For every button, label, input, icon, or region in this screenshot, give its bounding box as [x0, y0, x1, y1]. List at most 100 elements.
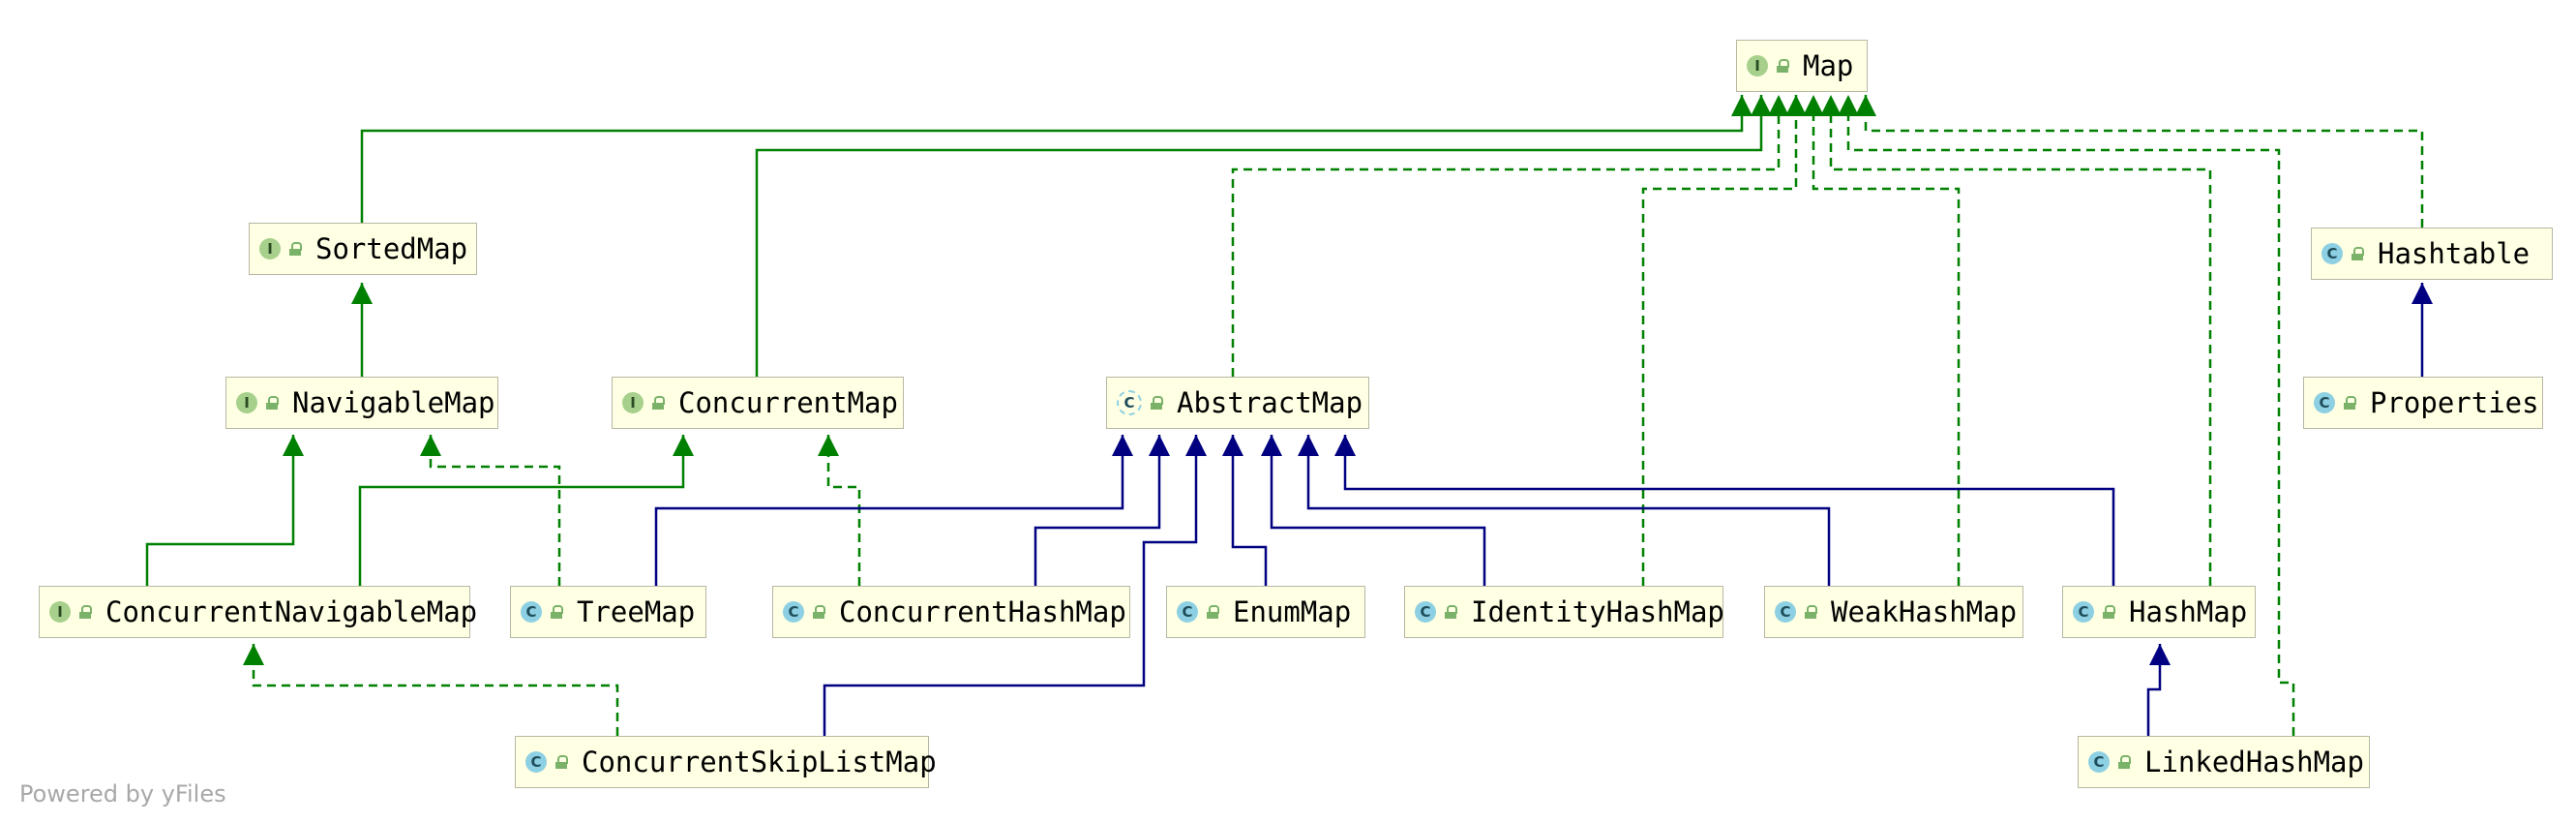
- class-icon: C: [1415, 601, 1436, 623]
- class-icon: C: [1775, 601, 1796, 623]
- class-icon: C: [783, 601, 804, 623]
- public-access-icon: [1776, 59, 1789, 73]
- class-icon: C: [2321, 243, 2343, 264]
- node-concurrent-skip-list-map[interactable]: C ConcurrentSkipListMap: [515, 736, 937, 788]
- public-access-icon: [651, 396, 665, 410]
- node-label: SortedMap: [315, 232, 468, 265]
- node-concurrent-map[interactable]: I ConcurrentMap: [612, 377, 904, 429]
- public-access-icon: [1444, 605, 1457, 619]
- arrowhead-EnumMap-to-AbstractMap: [1222, 435, 1243, 456]
- edge-ConcurrentSkipListMap-to-AbstractMap: [823, 435, 1198, 736]
- powered-by-footer: Powered by yFiles: [19, 780, 226, 808]
- node-navigable-map[interactable]: I NavigableMap: [225, 377, 498, 429]
- node-label: Properties: [2370, 386, 2539, 419]
- interface-icon: I: [236, 392, 257, 413]
- node-hashtable[interactable]: C Hashtable: [2311, 228, 2553, 280]
- node-label: TreeMap: [577, 595, 696, 628]
- node-label: Hashtable: [2378, 237, 2531, 270]
- public-access-icon: [1150, 396, 1163, 410]
- edge-ConcurrentHashMap-to-ConcurrentMap: [826, 435, 861, 586]
- node-label: EnumMap: [1233, 595, 1352, 628]
- public-access-icon: [265, 396, 279, 410]
- arrowhead-NavigableMap-to-SortedMap: [351, 283, 373, 304]
- arrowhead-IdentityHashMap-to-AbstractMap: [1261, 435, 1282, 456]
- class-icon: C: [2073, 601, 2094, 623]
- public-access-icon: [2343, 396, 2356, 410]
- node-weak-hash-map[interactable]: C WeakHashMap: [1764, 586, 2023, 638]
- edge-ConcurrentNavigableMap-to-NavigableMap: [145, 435, 295, 586]
- edge-SortedMap-to-Map: [360, 95, 1744, 223]
- node-concurrent-navigable-map[interactable]: I ConcurrentNavigableMap: [39, 586, 477, 638]
- node-label: ConcurrentNavigableMap: [105, 595, 478, 628]
- arrowhead-ConcurrentHashMap-to-AbstractMap: [1149, 435, 1170, 456]
- edge-WeakHashMap-to-AbstractMap: [1306, 435, 1831, 586]
- public-access-icon: [2351, 247, 2364, 260]
- public-access-icon: [554, 755, 568, 769]
- public-access-icon: [550, 605, 563, 619]
- node-label: IdentityHashMap: [1471, 595, 1724, 628]
- edge-HashMap-to-AbstractMap: [1343, 435, 2115, 586]
- arrowhead-ConcurrentSkipListMap-to-AbstractMap: [1185, 435, 1207, 456]
- node-identity-hash-map[interactable]: C IdentityHashMap: [1404, 586, 1724, 638]
- arrowhead-TreeMap-to-AbstractMap: [1112, 435, 1133, 456]
- edge-ConcurrentMap-to-Map: [755, 95, 1763, 377]
- arrowhead-TreeMap-to-NavigableMap: [420, 435, 441, 456]
- node-label: ConcurrentSkipListMap: [582, 746, 937, 778]
- node-label: LinkedHashMap: [2144, 746, 2364, 778]
- arrowhead-SortedMap-to-Map: [1731, 95, 1752, 116]
- arrowhead-LinkedHashMap-to-HashMap: [2149, 644, 2171, 665]
- edge-EnumMap-to-AbstractMap: [1231, 435, 1268, 586]
- public-access-icon: [288, 242, 302, 256]
- edge-ConcurrentSkipListMap-to-ConcurrentNavigableMap: [252, 644, 619, 736]
- class-icon: C: [2314, 392, 2335, 413]
- node-properties[interactable]: C Properties: [2303, 377, 2543, 429]
- node-sorted-map[interactable]: I SortedMap: [249, 223, 477, 275]
- edge-Hashtable-to-Map: [1864, 95, 2424, 228]
- edge-ConcurrentHashMap-to-AbstractMap: [1033, 435, 1161, 586]
- edge-AbstractMap-to-Map: [1231, 95, 1781, 377]
- arrowhead-ConcurrentNavigableMap-to-NavigableMap: [283, 435, 304, 456]
- arrowhead-HashMap-to-Map: [1820, 95, 1842, 116]
- node-enum-map[interactable]: C EnumMap: [1166, 586, 1365, 638]
- node-hash-map[interactable]: C HashMap: [2062, 586, 2256, 638]
- edge-TreeMap-to-AbstractMap: [654, 435, 1124, 586]
- class-icon: C: [525, 751, 547, 773]
- node-concurrent-hash-map[interactable]: C ConcurrentHashMap: [772, 586, 1130, 638]
- edge-TreeMap-to-NavigableMap: [429, 435, 561, 586]
- class-icon: C: [1177, 601, 1198, 623]
- edge-IdentityHashMap-to-Map: [1641, 95, 1798, 586]
- node-label: WeakHashMap: [1831, 595, 2018, 628]
- public-access-icon: [812, 605, 825, 619]
- arrowhead-ConcurrentNavigableMap-to-ConcurrentMap: [673, 435, 694, 456]
- node-label: NavigableMap: [292, 386, 495, 419]
- edge-LinkedHashMap-to-HashMap: [2146, 644, 2162, 736]
- arrowhead-ConcurrentMap-to-Map: [1751, 95, 1772, 116]
- public-access-icon: [1804, 605, 1817, 619]
- public-access-icon: [2117, 755, 2131, 769]
- arrowhead-WeakHashMap-to-Map: [1803, 95, 1824, 116]
- arrowhead-WeakHashMap-to-AbstractMap: [1298, 435, 1319, 456]
- node-label: Map: [1803, 49, 1854, 82]
- edge-ConcurrentNavigableMap-to-ConcurrentMap: [358, 435, 685, 586]
- abstract-class-icon: C: [1117, 390, 1142, 415]
- public-access-icon: [78, 605, 92, 619]
- interface-icon: I: [622, 392, 644, 413]
- node-label: ConcurrentMap: [678, 386, 898, 419]
- arrowhead-ConcurrentHashMap-to-ConcurrentMap: [818, 435, 839, 456]
- arrowhead-Hashtable-to-Map: [1855, 95, 1876, 116]
- node-label: ConcurrentHashMap: [839, 595, 1126, 628]
- arrowhead-Properties-to-Hashtable: [2411, 283, 2433, 304]
- interface-icon: I: [259, 238, 281, 259]
- class-icon: C: [521, 601, 542, 623]
- arrowhead-HashMap-to-AbstractMap: [1334, 435, 1356, 456]
- node-tree-map[interactable]: C TreeMap: [510, 586, 706, 638]
- node-label: HashMap: [2129, 595, 2248, 628]
- interface-icon: I: [49, 601, 71, 623]
- edge-HashMap-to-Map: [1829, 95, 2212, 586]
- edge-WeakHashMap-to-Map: [1812, 95, 1961, 586]
